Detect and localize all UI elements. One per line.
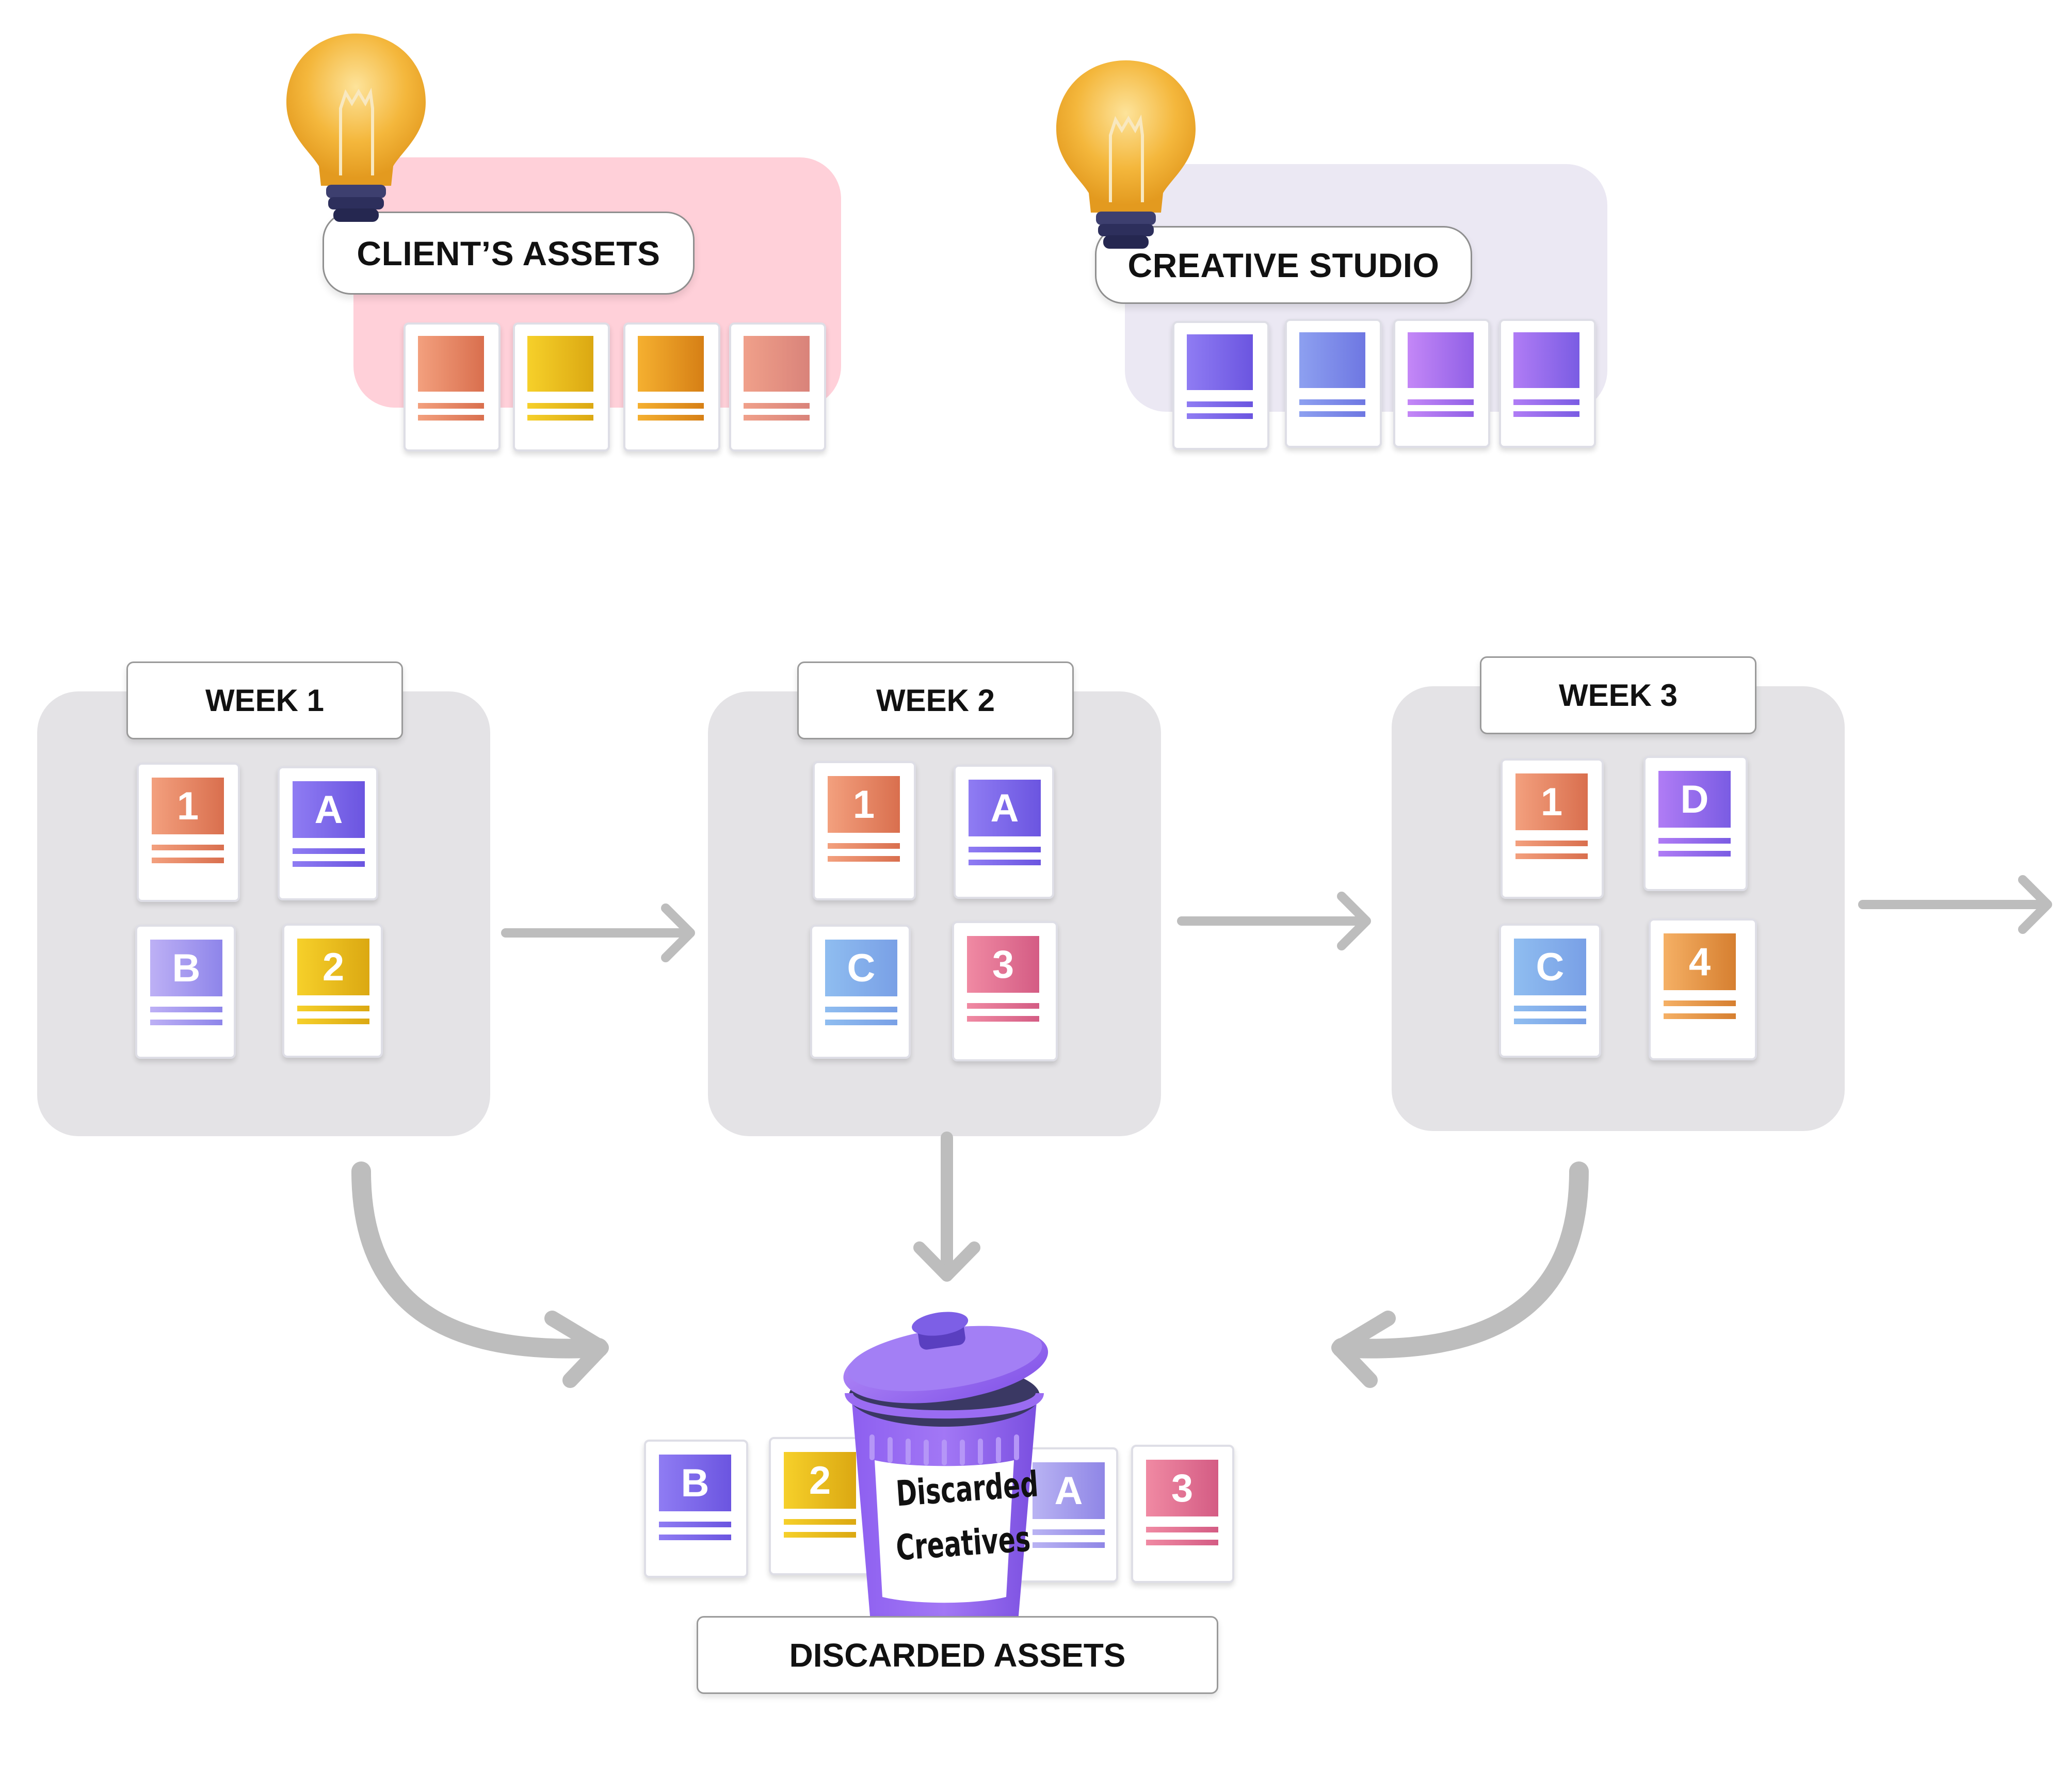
discarded-card: 2 [769, 1437, 873, 1575]
studio-asset-card [1499, 319, 1596, 448]
discarded-assets-label: DISCARDED ASSETS [697, 1616, 1218, 1694]
client-asset-card [729, 322, 826, 451]
client-asset-card [623, 322, 720, 451]
week-3-card: D [1643, 756, 1748, 891]
arrow-week1-to-week2 [501, 903, 695, 962]
week-1-card: A [278, 766, 378, 900]
week-1-panel [37, 691, 490, 1136]
week-3-label: WEEK 3 [1480, 656, 1756, 734]
trash-can-icon [843, 1312, 1049, 1638]
lightbulb-icon [286, 34, 426, 222]
arrow-week3-to-trash [1331, 1161, 1589, 1388]
discarded-card: 3 [1131, 1445, 1234, 1583]
week-3-card: 1 [1501, 758, 1604, 899]
week-3-panel [1392, 686, 1845, 1131]
week-2-card: 1 [813, 761, 916, 900]
week-3-card: 4 [1649, 918, 1757, 1060]
lightbulb-icon [1056, 60, 1196, 249]
week-1-card: B [135, 925, 236, 1059]
arrow-week2-to-trash [913, 1132, 980, 1282]
week-1-card: 1 [137, 763, 240, 902]
week-2-card: C [810, 925, 911, 1059]
week-2-panel [708, 691, 1161, 1136]
studio-asset-card [1172, 321, 1269, 450]
week-3-card: C [1499, 924, 1601, 1058]
arrow-week2-to-week3 [1177, 892, 1371, 950]
week-2-card: A [954, 765, 1054, 899]
trash-label-line-2: Creatives [894, 1519, 1032, 1569]
studio-asset-card [1285, 319, 1382, 448]
studio-asset-card [1393, 319, 1490, 448]
week-2-card: 3 [952, 921, 1058, 1061]
week-1-card: 2 [282, 924, 383, 1058]
client-asset-card [513, 322, 610, 451]
discarded-card: A [1018, 1447, 1118, 1583]
trash-label-line-1: Discarded [894, 1464, 1040, 1515]
arrow-week1-to-trash [351, 1161, 609, 1388]
arrow-week3-to-next [1858, 875, 2052, 934]
client-assets-label: CLIENT’S ASSETS [322, 212, 695, 295]
week-2-label: WEEK 2 [797, 661, 1074, 739]
discarded-card: B [644, 1440, 748, 1578]
creative-studio-label: CREATIVE STUDIO [1095, 226, 1472, 304]
client-asset-card [404, 322, 501, 451]
week-1-label: WEEK 1 [126, 661, 403, 739]
